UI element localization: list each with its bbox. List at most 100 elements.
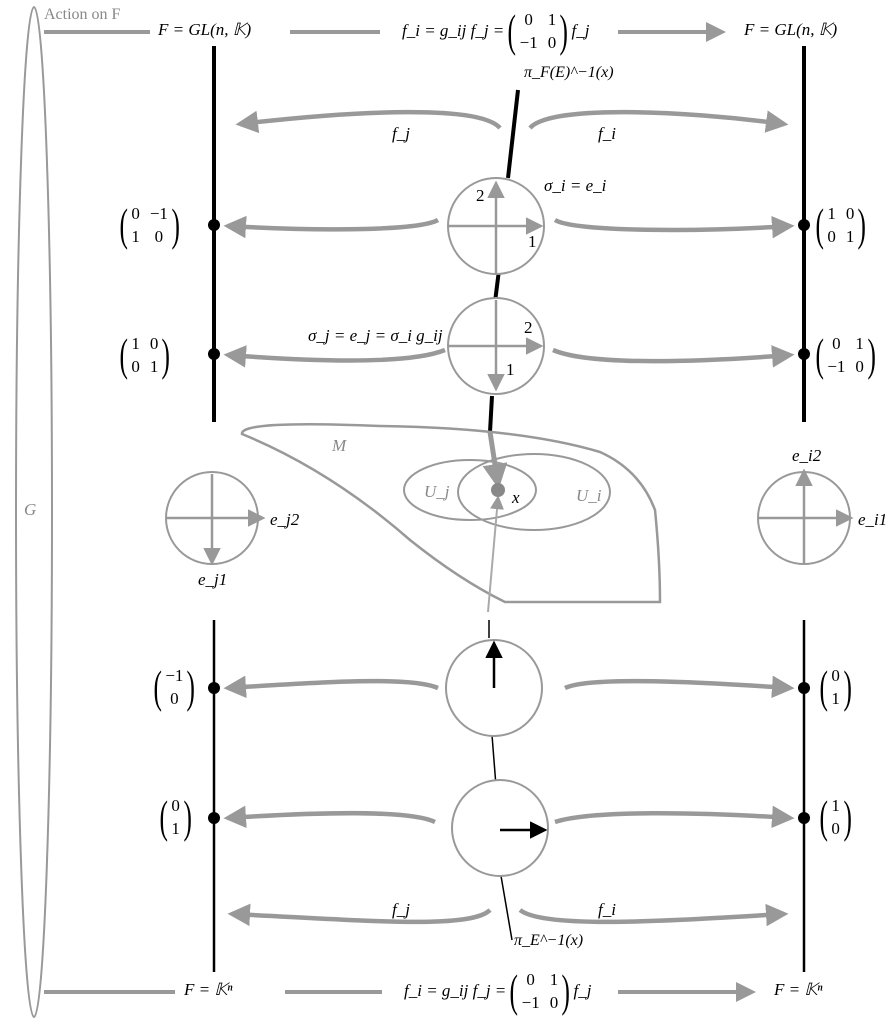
top-transition: f_i = g_ij f_j = ( 0 1 −1 0 ) f_j (402, 8, 590, 54)
left-vector-2-cells: 0 1 (171, 795, 180, 840)
cell: 0 (524, 9, 533, 29)
right-vector-1: ( 0 1 ) (819, 661, 852, 712)
frame-circle-i (447, 177, 545, 275)
cell: −1 (521, 992, 540, 1012)
cell: 1 (845, 226, 855, 246)
bottom-arrow-left-label: f_j (392, 900, 410, 919)
cell: 1 (827, 203, 836, 223)
cell: 1 (171, 818, 180, 838)
cell: −1 (519, 32, 538, 52)
left-matrix-2-cells: 1 0 0 1 (131, 333, 158, 378)
bottom-arrow-right-label: f_i (598, 900, 616, 919)
cell: 0 (831, 665, 840, 685)
right-matrix-2-cells: 0 1 −1 0 (827, 333, 864, 378)
vector-circle-lower (451, 779, 549, 877)
cell: 1 (149, 356, 159, 376)
cell: 1 (831, 795, 840, 815)
manifold-label: M (332, 436, 347, 455)
principal-fiber-label: π_F(E)^−1(x) (524, 64, 614, 81)
cell: 1 (549, 969, 559, 989)
top-row-arrows (223, 215, 795, 368)
bottom-right-space: F = 𝕂ⁿ (774, 980, 823, 999)
cell: 0 (832, 333, 841, 353)
cell: 0 (149, 333, 159, 353)
cell: 1 (855, 333, 864, 353)
vector-fiber-label: π_E^−1(x) (514, 932, 584, 949)
cell: 1 (547, 9, 557, 29)
frame-circle-j (447, 297, 545, 395)
top-left-space: F = GL(n, 𝕂) (158, 20, 252, 39)
group-ellipse (15, 6, 53, 1018)
patch-i-ellipse (457, 453, 611, 531)
cell: 0 (526, 969, 535, 989)
cell: 0 (845, 203, 855, 223)
right-matrix-1: ( 1 0 0 1 ) (815, 199, 867, 250)
cell: 0 (171, 795, 180, 815)
left-vector-2: ( 0 1 ) (159, 791, 192, 842)
frame-i-e2: e_i2 (792, 446, 822, 465)
cell: 0 (549, 992, 559, 1012)
manifold-shape (240, 422, 662, 604)
section-j-label: σ_j = e_j = σ_i g_ij (308, 326, 443, 345)
frame-j-e1: e_j1 (198, 570, 228, 589)
bottom-f-arrows (227, 903, 789, 927)
bottom-transition-lhs: f_i = g_ij f_j = (404, 981, 507, 1000)
base-point (491, 483, 505, 497)
cell: 1 (131, 333, 140, 353)
right-vector-2-cells: 1 0 (831, 795, 840, 840)
cell: 0 (827, 226, 836, 246)
circle1-axis-1: 1 (528, 232, 537, 251)
bottom-transition-rhs: f_j (573, 981, 592, 1000)
right-matrix-1-cells: 1 0 0 1 (827, 203, 854, 248)
frame-i-e1: e_i1 (858, 510, 888, 529)
cell: −1 (165, 665, 184, 685)
bottom-row-arrows (223, 675, 795, 829)
patch-j-ellipse (403, 459, 537, 521)
right-vector-1-cells: 0 1 (831, 665, 840, 710)
projection-arrow (482, 431, 508, 489)
section-i-label: σ_i = e_i (544, 176, 607, 195)
bottom-transition-cells: 0 1 −1 0 (522, 969, 559, 1014)
top-arrow-left-label: f_j (392, 124, 410, 143)
bottom-transition-matrix: ( 0 1 −1 0 ) (509, 965, 571, 1016)
group-label: G (24, 500, 37, 519)
section-arrow (487, 495, 504, 613)
frame-j-e2: e_j2 (270, 510, 300, 529)
circle1-axis-2: 2 (476, 186, 485, 205)
cell: 0 (170, 688, 179, 708)
frame-i (757, 468, 854, 565)
left-matrix-1: ( 0 −1 1 0 ) (119, 199, 180, 250)
bottom-transition: f_i = g_ij f_j = ( 0 1 −1 0 ) f_j (404, 968, 592, 1014)
cell: 0 (547, 32, 557, 52)
circle2-axis-1: 1 (506, 360, 515, 379)
left-vector-1: ( −1 0 ) (153, 661, 196, 712)
right-matrix-2: ( 0 1 −1 0 ) (815, 329, 876, 380)
top-transition-lhs: f_i = g_ij f_j = (402, 21, 505, 40)
cell: 0 (154, 226, 164, 246)
top-f-arrows (235, 109, 789, 134)
fiber-points (208, 219, 810, 824)
cell: −1 (149, 203, 168, 223)
point-label: x (512, 488, 520, 507)
cell: 0 (831, 818, 840, 838)
cell: 1 (131, 226, 140, 246)
left-matrix-1-cells: 0 −1 1 0 (131, 203, 168, 248)
cell: 0 (131, 356, 140, 376)
patch-i-label: U_i (576, 486, 602, 505)
top-transition-matrix: ( 0 1 −1 0 ) (507, 5, 569, 56)
bottom-left-space: F = 𝕂ⁿ (184, 980, 233, 999)
top-transition-rhs: f_j (571, 21, 590, 40)
vector-circle-upper (445, 639, 543, 737)
cell: −1 (827, 356, 846, 376)
top-transition-cells: 0 1 −1 0 (520, 9, 557, 54)
right-vector-2: ( 1 0 ) (819, 791, 852, 842)
action-label: Action on F (44, 6, 121, 23)
cell: 0 (855, 356, 864, 376)
cell: 1 (831, 688, 840, 708)
top-right-space: F = GL(n, 𝕂) (744, 20, 838, 39)
frame-j (165, 471, 266, 566)
circle2-axis-2: 2 (524, 318, 533, 337)
cell: 0 (131, 203, 140, 223)
patch-j-label: U_j (424, 482, 450, 501)
